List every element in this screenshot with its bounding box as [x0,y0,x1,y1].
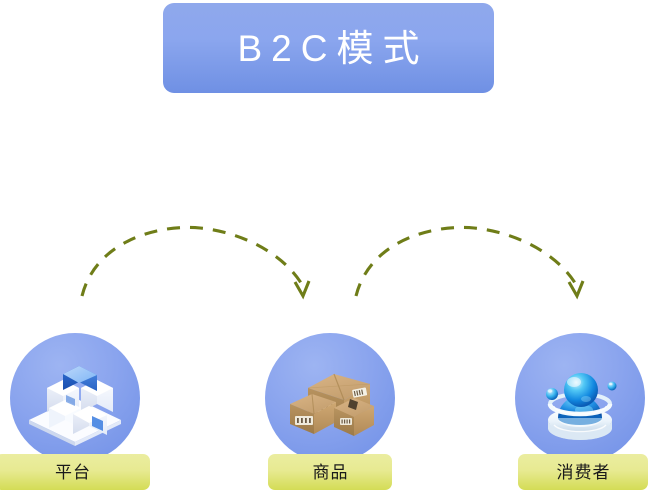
consumer-sphere-icon [546,373,617,440]
node-platform[interactable]: 平台 [0,333,155,498]
node-consumer-label: 消费者 [518,454,648,490]
node-goods-label: 商品 [268,454,392,490]
arrow-platform-to-goods-head [293,280,311,300]
cardboard-boxes-icon [290,373,374,436]
node-platform-circle [10,333,140,463]
node-consumer-label-text: 消费者 [556,462,611,482]
node-goods-circle [265,333,395,463]
node-goods[interactable]: 商品 [250,333,410,498]
node-platform-label: 平台 [0,454,150,490]
page-title: B2C模式 [237,27,429,69]
title-banner: B2C模式 [163,3,494,93]
platform-cubes-icon [29,366,121,446]
node-consumer[interactable]: 消费者 [500,333,658,498]
arrow-goods-to-consumer-head [567,280,585,300]
arrow-platform-to-goods-path [80,225,306,297]
node-platform-label-text: 平台 [55,462,91,482]
node-consumer-circle [515,333,645,463]
node-goods-label-text: 商品 [312,462,349,482]
arrow-goods-to-consumer-path [354,225,580,297]
